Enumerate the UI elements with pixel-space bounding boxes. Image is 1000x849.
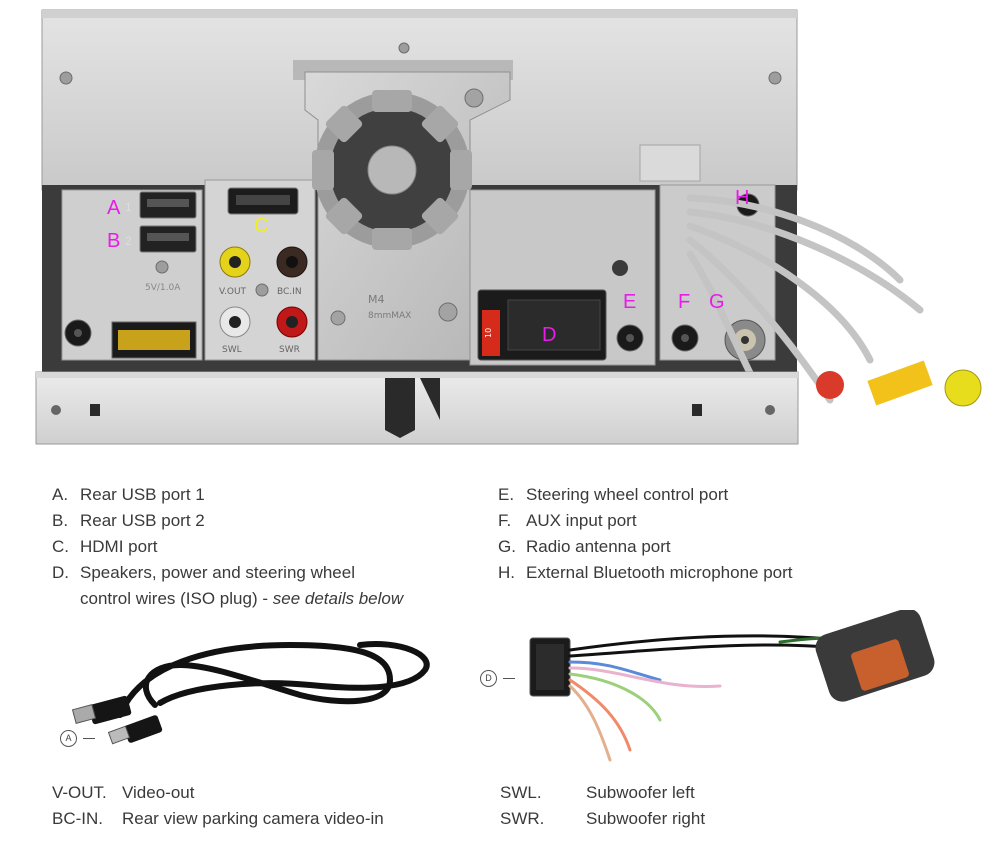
iso-harness-image	[529, 610, 935, 762]
legend-key: G.	[498, 537, 516, 556]
legend-text: AUX input port	[526, 511, 637, 530]
legend-text-line2: control wires (ISO plug) -	[80, 589, 273, 608]
legend-item: D. Speakers, power and steering wheel co…	[52, 560, 472, 612]
marker-h: H	[735, 187, 750, 209]
legend-text: Radio antenna port	[526, 537, 671, 556]
legend-item: E. Steering wheel control port	[498, 482, 918, 508]
abbreviation-row: BC-IN. Rear view parking camera video-in	[52, 806, 472, 832]
legend-text: HDMI port	[80, 537, 158, 556]
marker-d: D	[542, 324, 557, 346]
abbreviation-key: SWL.	[500, 783, 542, 802]
legend-item: C. HDMI port	[52, 534, 472, 560]
legend-key: F.	[498, 511, 512, 530]
marker-c: C	[254, 215, 269, 237]
abbreviations-left: V-OUT. Video-out BC-IN. Rear view parking …	[52, 780, 472, 832]
legend-item: F. AUX input port	[498, 508, 918, 534]
legend-item: A. Rear USB port 1	[52, 482, 472, 508]
marker-f: F	[678, 291, 691, 313]
abbreviation-key: V-OUT.	[52, 783, 107, 802]
bcin-label: BC.IN	[277, 287, 302, 297]
legend-key: H.	[498, 563, 515, 582]
legend-text: External Bluetooth microphone port	[526, 563, 793, 582]
legend-key: B.	[52, 511, 69, 530]
usb-rating-tag: 5V/1.0A	[145, 283, 181, 293]
vout-label: V.OUT	[219, 287, 247, 297]
abbreviation-text: Video-out	[122, 783, 195, 802]
fan-tag-2: 8mmMAX	[368, 311, 411, 321]
abbreviation-row: SWR. Subwoofer right	[500, 806, 920, 832]
legend-item: H. External Bluetooth microphone port	[498, 560, 918, 586]
abbreviations-right: SWL. Subwoofer left SWR. Subwoofer right	[500, 780, 920, 832]
legend-left: A. Rear USB port 1 B. Rear USB port 2 C. HD…	[52, 482, 472, 612]
legend-text: Rear USB port 2	[80, 511, 205, 530]
marker-g: G	[709, 291, 725, 313]
legend-text: Rear USB port 1	[80, 485, 205, 504]
abbreviation-text: Subwoofer right	[586, 809, 706, 828]
legend-key: C.	[52, 537, 69, 556]
swl-label: SWL	[222, 345, 242, 355]
abbreviation-key: BC-IN.	[52, 809, 103, 828]
head-unit-rear-image: M4 8mmMAX 5V/1.0A V.OUT BC.IN SWL SWR 10	[35, 9, 982, 445]
abbreviation-key: SWR.	[500, 809, 545, 828]
usb-cable-callout: A	[60, 730, 95, 747]
legend-key: A.	[52, 485, 69, 504]
marker-b: B	[107, 230, 121, 252]
legend-right: E. Steering wheel control port F. AUX inpu…	[498, 482, 918, 586]
callout-circle-a: A	[60, 730, 77, 747]
legend-text: Steering wheel control port	[526, 485, 729, 504]
legend-key: D.	[52, 563, 69, 582]
fuse-rating: 10	[484, 328, 493, 338]
abbreviation-row: SWL. Subwoofer left	[500, 780, 920, 806]
callout-circle-d: D	[480, 670, 497, 687]
iso-harness-callout: D	[480, 670, 515, 687]
usb-extension-cable-image	[71, 641, 430, 745]
marker-a-number: 1	[125, 200, 132, 214]
swr-label: SWR	[279, 345, 300, 355]
see-details-link: see details below	[272, 589, 404, 608]
marker-e: E	[623, 291, 637, 313]
marker-a: A	[107, 197, 121, 219]
abbreviation-text: Subwoofer left	[586, 783, 695, 802]
marker-b-number: 2	[125, 234, 132, 248]
legend-key: E.	[498, 485, 515, 504]
fuse	[482, 310, 500, 356]
abbreviation-text: Rear view parking camera video-in	[122, 809, 384, 828]
fan-tag: M4	[368, 293, 385, 306]
abbreviation-row: V-OUT. Video-out	[52, 780, 472, 806]
legend-text: Speakers, power and steering wheel	[80, 563, 355, 582]
legend-item: G. Radio antenna port	[498, 534, 918, 560]
legend-item: B. Rear USB port 2	[52, 508, 472, 534]
